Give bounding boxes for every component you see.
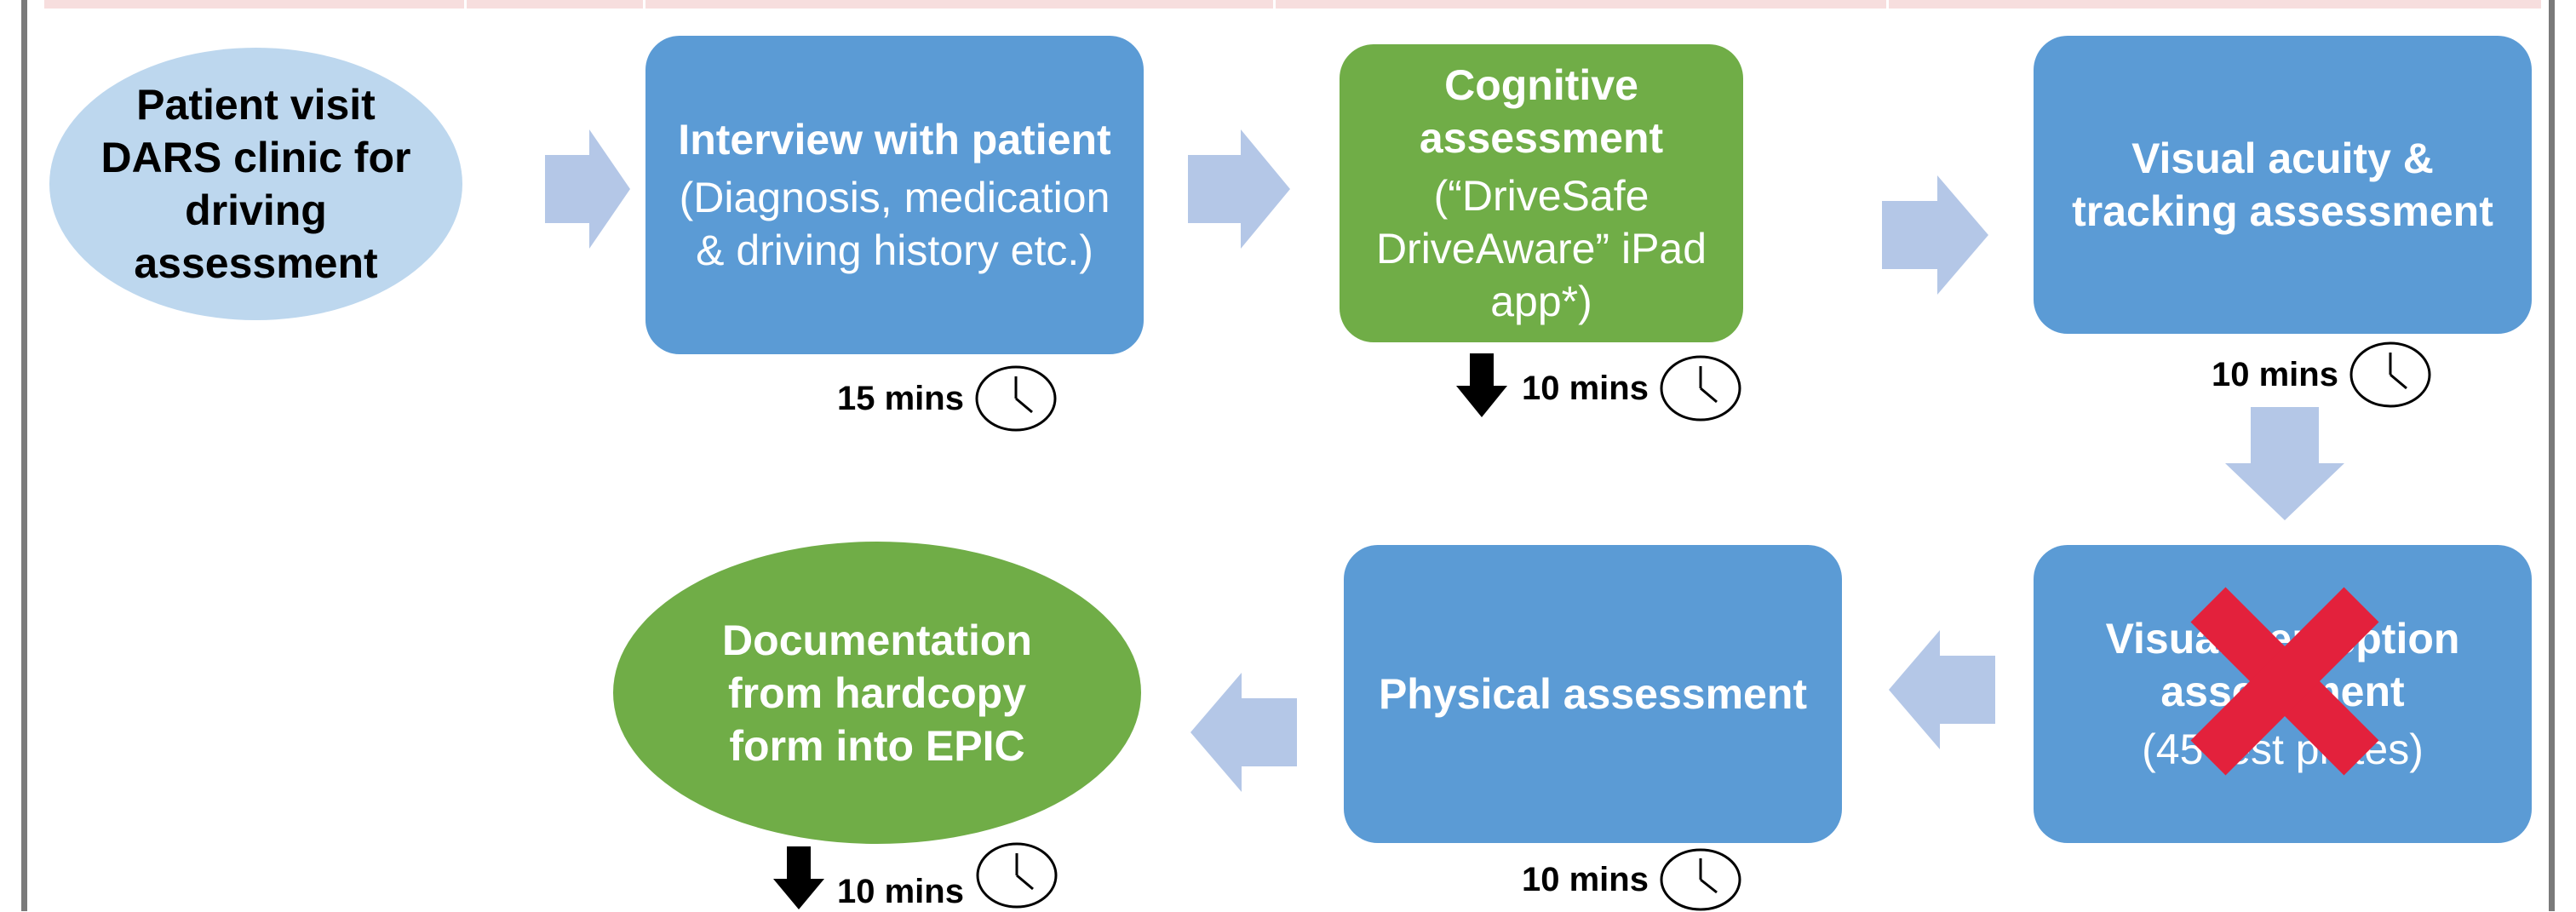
time-label: 10 mins	[1522, 860, 1649, 898]
strip-divider	[464, 0, 467, 9]
flow-arrow-down	[2225, 407, 2344, 520]
clock-icon	[976, 842, 1058, 908]
time-label: 15 mins	[837, 379, 964, 417]
node-interview: Interview with patient (Diagnosis, medic…	[645, 36, 1144, 354]
strip-divider	[1886, 0, 1889, 9]
down-arrow-icon	[1456, 353, 1507, 417]
time-badge-cognitive: 10 mins	[1522, 354, 1742, 422]
node-interview-title: Interview with patient	[678, 116, 1111, 163]
node-patient-visit-label: Patient visit DARS clinic for driving as…	[100, 81, 411, 287]
down-arrow-icon	[773, 846, 824, 909]
frame-border-right	[2549, 0, 2555, 911]
top-header-strip	[44, 0, 2541, 9]
clock-icon	[1660, 355, 1741, 422]
node-cognitive: Cognitive assessment (“DriveSafe DriveAw…	[1340, 44, 1743, 342]
node-visual-perception-subtitle: (45 test plates)	[2142, 726, 2424, 773]
flow-arrow-left	[1889, 630, 1995, 749]
time-label: 10 mins	[1522, 369, 1649, 407]
time-label: 10 mins	[837, 873, 964, 910]
flow-arrow-right	[1188, 129, 1290, 249]
node-cognitive-subtitle: (“DriveSafe DriveAware” iPad app*)	[1375, 172, 1707, 325]
node-visual-acuity-title: Visual acuity & tracking assessment	[2072, 135, 2493, 235]
flow-arrow-right	[545, 129, 630, 249]
cross-icon	[2190, 587, 2379, 776]
strip-divider	[643, 0, 645, 9]
node-patient-visit: Patient visit DARS clinic for driving as…	[49, 48, 462, 320]
frame-border-left	[21, 0, 27, 911]
node-physical: Physical assessment	[1344, 545, 1842, 843]
clock-icon	[1660, 848, 1741, 911]
node-documentation: Documentation from hardcopy form into EP…	[613, 542, 1141, 844]
time-badge-interview: 15 mins	[837, 364, 1058, 433]
flow-arrow-left	[1190, 673, 1297, 792]
node-documentation-title: Documentation from hardcopy form into EP…	[722, 616, 1032, 770]
time-label: 10 mins	[2212, 355, 2338, 393]
time-badge-physical: 10 mins	[1522, 847, 1742, 912]
time-badge-documentation: 10 mins	[837, 839, 1059, 911]
strip-divider	[1273, 0, 1276, 9]
node-cognitive-title: Cognitive assessment	[1419, 61, 1664, 162]
node-visual-acuity: Visual acuity & tracking assessment	[2034, 36, 2532, 334]
flow-arrow-right	[1882, 175, 1988, 295]
clock-icon	[2349, 341, 2431, 408]
clock-icon	[975, 365, 1057, 432]
time-badge-visual-acuity: 10 mins	[2212, 341, 2432, 409]
node-physical-title: Physical assessment	[1378, 670, 1808, 718]
node-interview-subtitle: (Diagnosis, medication & driving history…	[679, 174, 1110, 274]
